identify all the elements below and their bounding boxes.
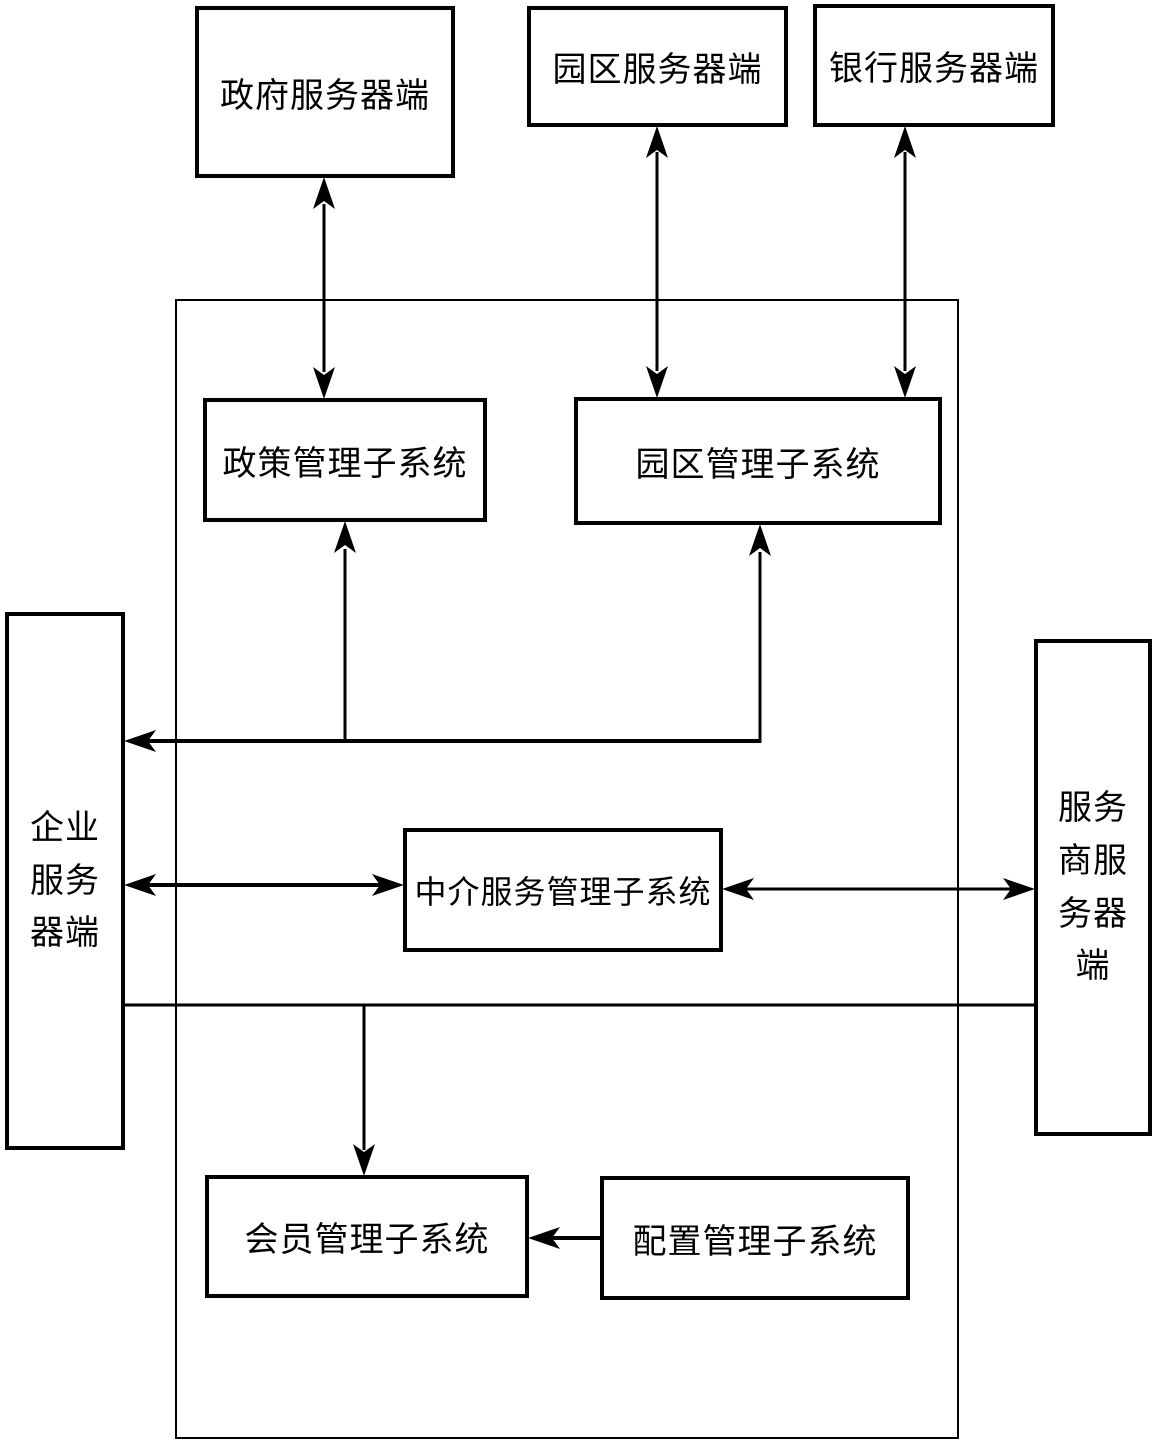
edge-config-member (528, 1227, 601, 1249)
provider-server-node: 服务商服务器端 (1034, 639, 1152, 1136)
gov-server-node: 政府服务器端 (195, 6, 455, 178)
park-server-label: 园区服务器端 (552, 50, 763, 90)
park-subsystem-label: 园区管理子系统 (635, 444, 881, 485)
edge-enterprise-provider-member (125, 1003, 1034, 1176)
enterprise-server-label: 企业服务器端 (30, 807, 100, 954)
member-subsystem-node: 会员管理子系统 (205, 1175, 529, 1298)
enterprise-server-node: 企业服务器端 (5, 612, 125, 1150)
member-subsystem-label: 会员管理子系统 (244, 1220, 490, 1260)
gov-server-label: 政府服务器端 (220, 75, 430, 116)
policy-subsystem-label: 政策管理子系统 (222, 443, 468, 484)
edge-park-parkmgmt (646, 126, 668, 398)
edge-intermediary-provider (722, 878, 1035, 900)
intermediary-subsystem-node: 中介服务管理子系统 (403, 828, 723, 952)
edge-bank-parkmgmt (894, 126, 916, 398)
bank-server-node: 银行服务器端 (813, 4, 1055, 127)
provider-server-label: 服务商服务器端 (1058, 788, 1128, 987)
park-subsystem-node: 园区管理子系统 (574, 397, 942, 525)
bank-server-label: 银行服务器端 (829, 49, 1039, 89)
edge-enterprise-policy-park (124, 521, 771, 752)
config-subsystem-label: 配置管理子系统 (632, 1221, 878, 1262)
config-subsystem-node: 配置管理子系统 (600, 1176, 910, 1300)
edge-enterprise-intermediary (124, 874, 404, 896)
edge-gov-policy (313, 177, 335, 399)
platform-boundary-frame (175, 299, 959, 1439)
policy-subsystem-node: 政策管理子系统 (203, 398, 487, 522)
intermediary-subsystem-label: 中介服务管理子系统 (414, 873, 712, 911)
park-server-node: 园区服务器端 (527, 6, 788, 127)
